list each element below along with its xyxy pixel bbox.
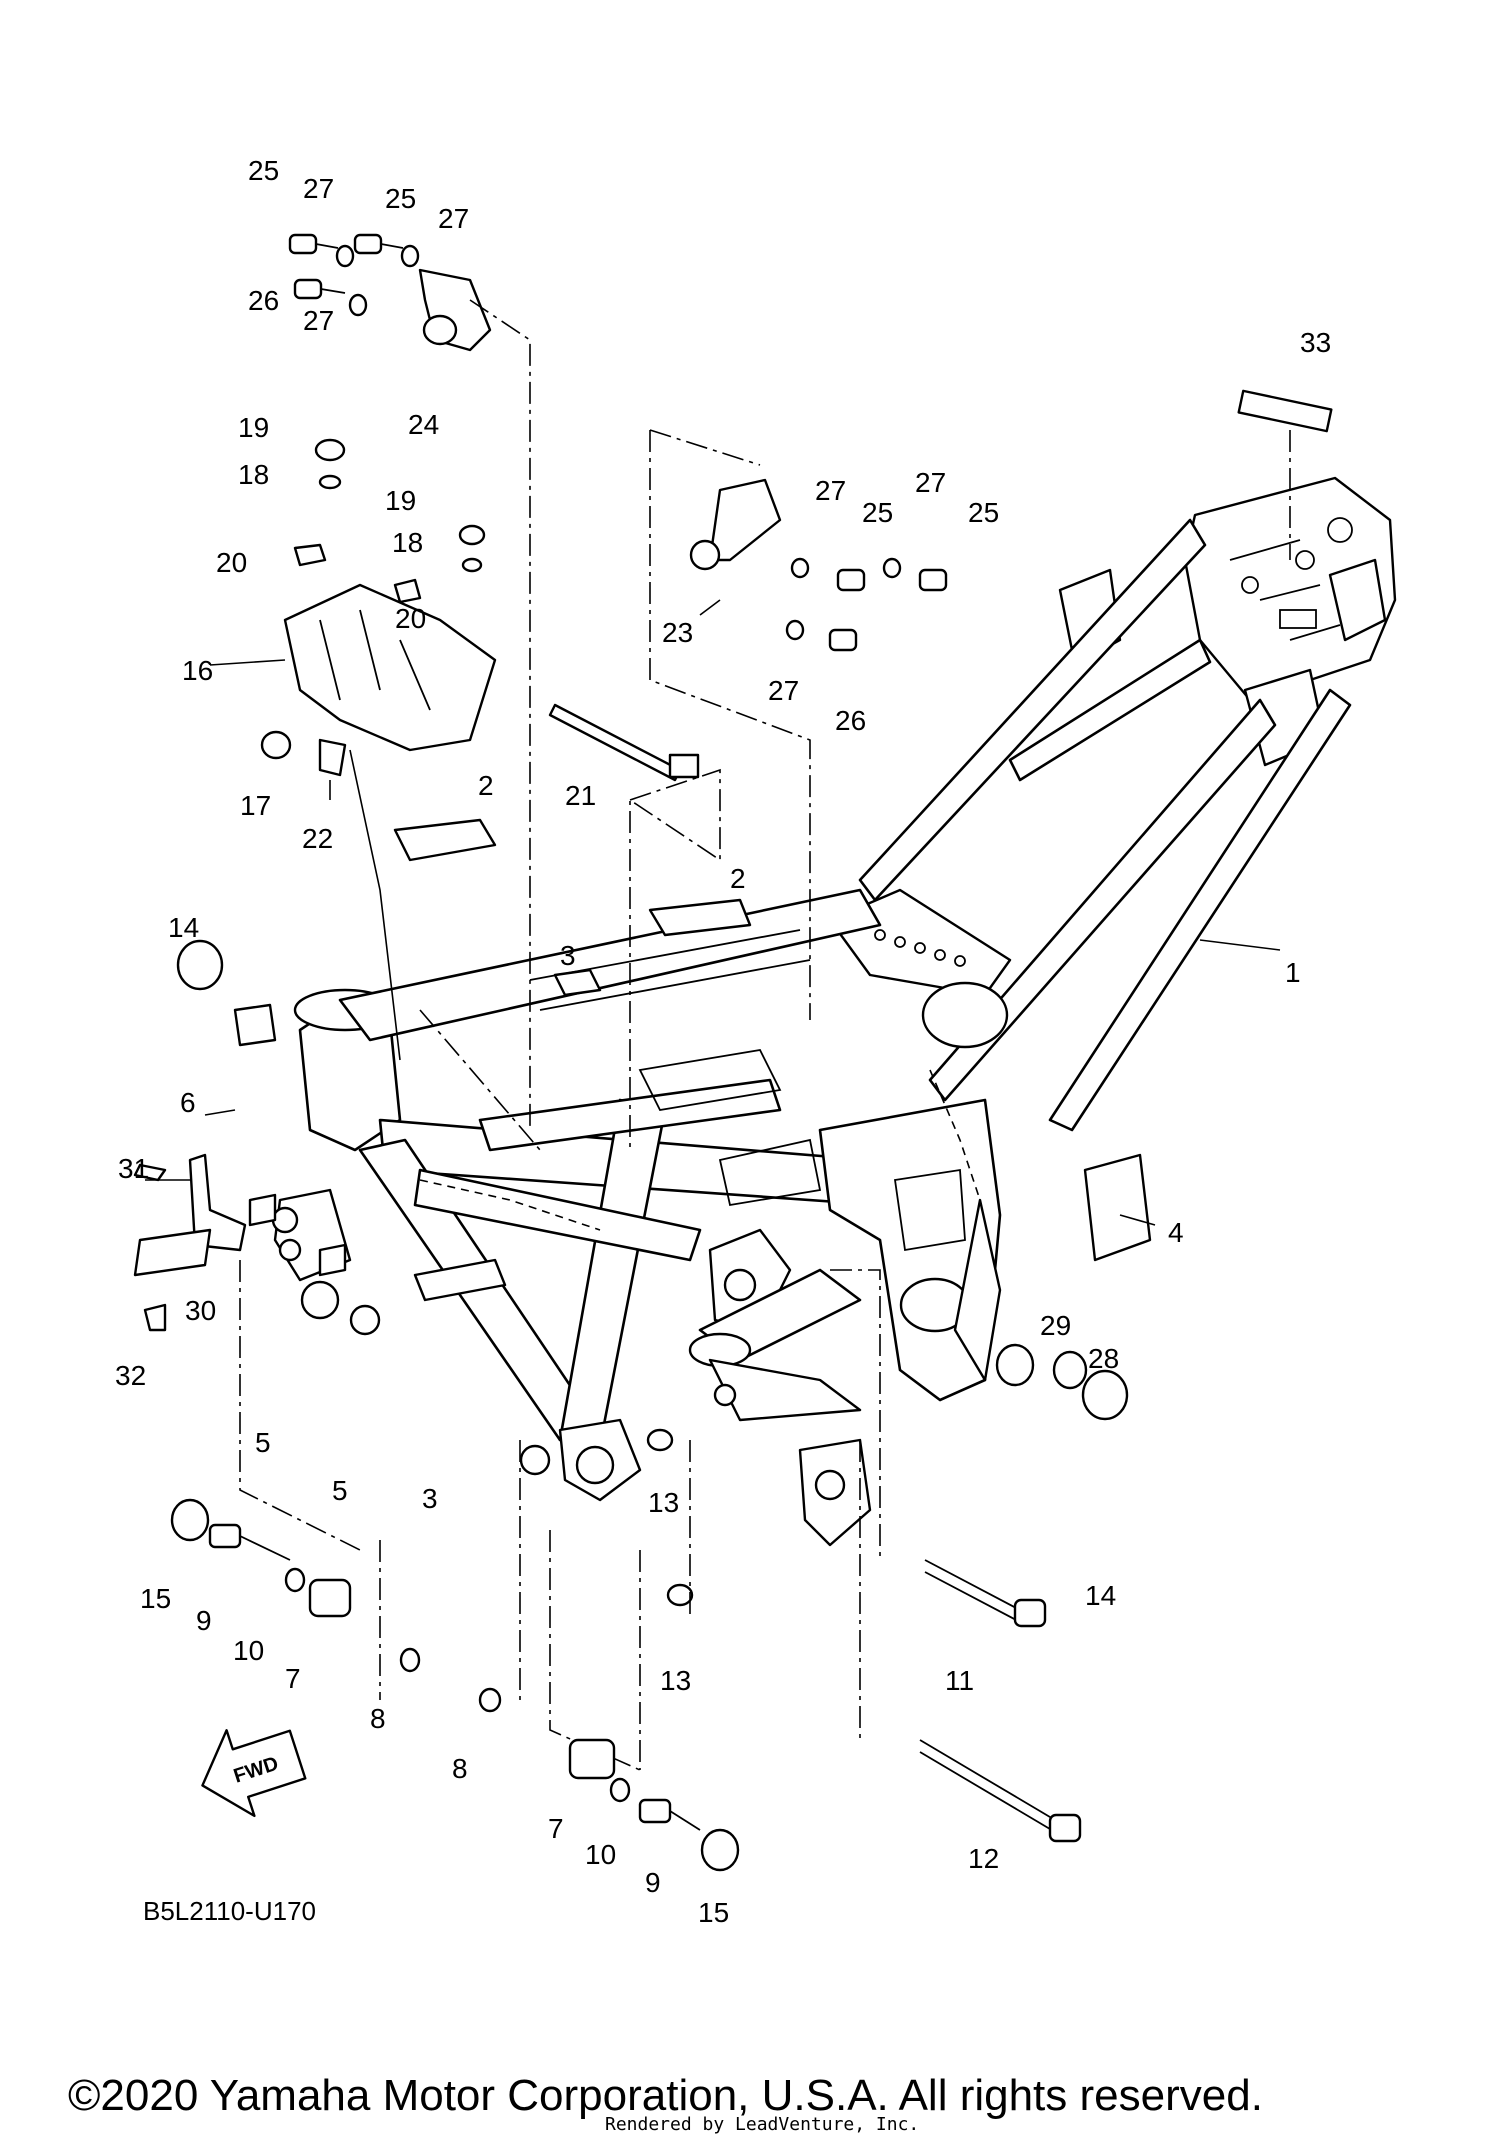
callout-27: 27 bbox=[815, 475, 846, 506]
callout-18: 18 bbox=[392, 527, 423, 558]
callout-8: 8 bbox=[370, 1703, 386, 1734]
callout-4: 4 bbox=[1168, 1217, 1184, 1248]
callout-2: 2 bbox=[478, 770, 494, 801]
lower-mid-mount-bolts bbox=[478, 1440, 740, 1872]
part-code: B5L2110-U170 bbox=[143, 1896, 316, 1926]
bracket-assembly bbox=[260, 438, 497, 1061]
callout-9: 9 bbox=[645, 1867, 661, 1898]
callout-27: 27 bbox=[303, 305, 334, 336]
callout-5: 5 bbox=[255, 1427, 271, 1458]
collar-28 bbox=[1052, 1350, 1088, 1390]
callout-31: 31 bbox=[118, 1153, 149, 1184]
bush-lower-right bbox=[1081, 1369, 1129, 1421]
callout-27: 27 bbox=[915, 467, 946, 498]
callout-3: 3 bbox=[560, 940, 576, 971]
callout-25: 25 bbox=[385, 183, 416, 214]
callout-12: 12 bbox=[968, 1843, 999, 1874]
callout-7: 7 bbox=[285, 1663, 301, 1694]
callout-leaders bbox=[145, 599, 1281, 1226]
callout-32: 32 bbox=[115, 1360, 146, 1391]
upper-mount-bolts bbox=[288, 233, 531, 1130]
callout-10: 10 bbox=[585, 1839, 616, 1870]
callout-19: 19 bbox=[238, 412, 269, 443]
callout-13: 13 bbox=[648, 1487, 679, 1518]
callout-26: 26 bbox=[835, 705, 866, 736]
callout-27: 27 bbox=[438, 203, 469, 234]
callout-18: 18 bbox=[238, 459, 269, 490]
callout-27: 27 bbox=[768, 675, 799, 706]
callout-21: 21 bbox=[565, 780, 596, 811]
decals bbox=[233, 818, 1152, 1302]
callout-10: 10 bbox=[233, 1635, 264, 1666]
callout-11: 11 bbox=[945, 1665, 974, 1696]
callout-25: 25 bbox=[862, 497, 893, 528]
callout-16: 16 bbox=[182, 655, 213, 686]
rendered-by-notice: Rendered by LeadVenture, Inc. bbox=[605, 2114, 919, 2135]
callout-25: 25 bbox=[968, 497, 999, 528]
callout-14: 14 bbox=[1085, 1580, 1116, 1611]
long-bolts bbox=[830, 1269, 1082, 1843]
callout-8: 8 bbox=[452, 1753, 468, 1784]
copyright-notice: ©2020 Yamaha Motor Corporation, U.S.A. A… bbox=[68, 2071, 1263, 2120]
left-cover-bracket bbox=[133, 1153, 247, 1332]
lower-left-mount-bolts bbox=[170, 1260, 421, 1700]
callout-1: 1 bbox=[1285, 957, 1301, 988]
callout-3: 3 bbox=[422, 1483, 438, 1514]
callout-9: 9 bbox=[196, 1605, 212, 1636]
callout-7: 7 bbox=[548, 1813, 564, 1844]
rear-mount-bracket bbox=[649, 429, 948, 1020]
callout-22: 22 bbox=[302, 823, 333, 854]
callout-30: 30 bbox=[185, 1295, 216, 1326]
callout-29: 29 bbox=[1040, 1310, 1071, 1341]
callout-15: 15 bbox=[698, 1897, 729, 1928]
callout-17: 17 bbox=[240, 790, 271, 821]
callout-15: 15 bbox=[140, 1583, 171, 1614]
callout-26: 26 bbox=[248, 285, 279, 316]
callout-2: 2 bbox=[730, 863, 746, 894]
callout-19: 19 bbox=[385, 485, 416, 516]
callout-20: 20 bbox=[395, 603, 426, 634]
label-33 bbox=[1237, 389, 1333, 433]
callout-14: 14 bbox=[168, 912, 199, 943]
callout-13: 13 bbox=[660, 1665, 691, 1696]
callouts: 25 27 25 27 26 27 24 19 18 19 18 20 20 1… bbox=[115, 155, 1331, 1928]
callout-24: 24 bbox=[408, 409, 439, 440]
callout-27: 27 bbox=[303, 173, 334, 204]
callout-33: 33 bbox=[1300, 327, 1331, 358]
bush-upper-left bbox=[176, 939, 224, 991]
callout-6: 6 bbox=[180, 1087, 196, 1118]
main-frame bbox=[271, 476, 1397, 1547]
callout-20: 20 bbox=[216, 547, 247, 578]
collar-29 bbox=[995, 1343, 1035, 1387]
washer-13-lower bbox=[666, 1583, 694, 1607]
callout-23: 23 bbox=[662, 617, 693, 648]
callout-5: 5 bbox=[332, 1475, 348, 1506]
callout-25: 25 bbox=[248, 155, 279, 186]
fwd-arrow-icon: FWD bbox=[201, 1729, 307, 1818]
cable-tie bbox=[548, 703, 721, 1150]
washer-13-upper bbox=[646, 1428, 674, 1452]
callout-28: 28 bbox=[1088, 1343, 1119, 1374]
